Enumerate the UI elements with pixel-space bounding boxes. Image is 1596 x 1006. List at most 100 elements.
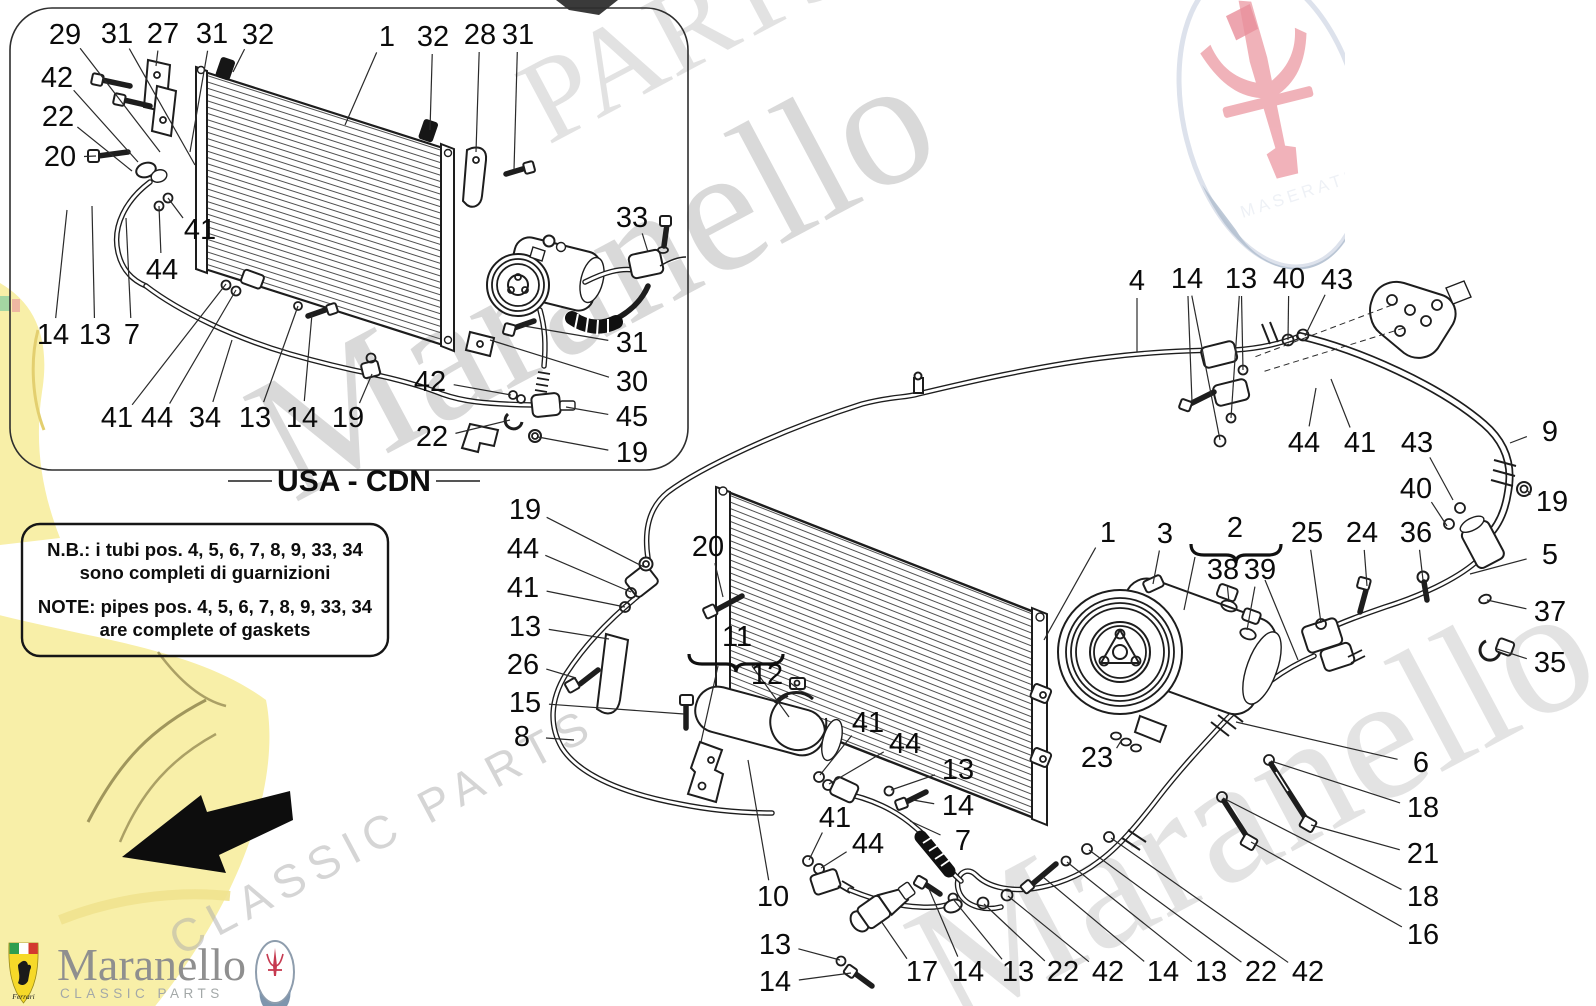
leader-line-13: [1230, 295, 1240, 419]
callout-1: 1: [1100, 517, 1116, 549]
callout-18: 18: [1407, 881, 1439, 913]
callout-13: 13: [759, 929, 791, 961]
leader-line-13: [1066, 861, 1193, 963]
leader-line-31: [523, 325, 609, 341]
leader-line-6: [1235, 721, 1398, 760]
callout-36: 36: [1400, 517, 1432, 549]
callout-35: 35: [1534, 647, 1566, 679]
leader-line-22: [455, 419, 511, 434]
main-junction-blocks: [1301, 570, 1516, 672]
callout-7: 7: [124, 319, 140, 351]
callout-11: 11: [722, 621, 752, 653]
callout-4: 4: [1129, 265, 1145, 297]
brace-11: [687, 653, 790, 743]
maserati-badge-watermark: MASERATI: [1176, 0, 1345, 270]
callout-19: 19: [332, 402, 364, 434]
callout-22: 22: [1047, 956, 1079, 988]
callout-41: 41: [1344, 427, 1376, 459]
direction-arrow: [122, 791, 293, 873]
callout-22: 22: [416, 421, 448, 453]
maserati-badge: MASERATI: [255, 940, 295, 1006]
leader-line-14: [1042, 876, 1145, 962]
callout-13: 13: [1195, 956, 1227, 988]
callout-1: 1: [379, 21, 395, 53]
callout-42: 42: [414, 366, 446, 398]
leader-line-7: [125, 217, 132, 319]
leader-line-40: [1430, 501, 1448, 527]
leader-line-1: [344, 52, 378, 126]
callout-32: 32: [417, 21, 449, 53]
ferrari-badge: Ferrari: [8, 942, 39, 1004]
callout-38: 38: [1207, 554, 1239, 586]
callout-13: 13: [942, 754, 974, 786]
callout-42: 42: [41, 62, 73, 94]
leader-line-29: [79, 47, 161, 153]
callout-43: 43: [1321, 264, 1353, 296]
leader-line-41: [1330, 378, 1351, 428]
leader-line-8: [545, 737, 575, 741]
leader-line-19: [358, 373, 373, 404]
main-drier: [679, 677, 843, 804]
leader-line-13: [263, 305, 299, 403]
leader-line-23: [1116, 740, 1122, 749]
callout-40: 40: [1400, 473, 1432, 505]
leader-line-13: [798, 948, 841, 961]
callout-45: 45: [616, 401, 648, 433]
leader-line-24: [1363, 549, 1368, 587]
leader-line-35: [1496, 648, 1527, 660]
leader-line-21: [1310, 824, 1400, 851]
inset-border: [9, 7, 689, 471]
callout-13: 13: [1002, 956, 1034, 988]
callout-13: 13: [239, 402, 271, 434]
main-diagram: [550, 280, 1532, 989]
note-line-4: are complete of gaskets: [100, 619, 311, 640]
leader-line-16: [1250, 841, 1403, 928]
callout-26: 26: [507, 649, 539, 681]
callout-19: 19: [1536, 486, 1568, 518]
leader-line-14: [55, 209, 68, 319]
trident-icon: [266, 948, 284, 976]
brace-2: [1183, 543, 1299, 661]
leader-line-44: [820, 851, 847, 869]
callout-19: 19: [509, 494, 541, 526]
leader-line-38: [1226, 586, 1230, 603]
leader-line-13: [890, 774, 936, 791]
callout-12: 12: [751, 659, 783, 691]
callout-14: 14: [952, 956, 984, 988]
leader-line-12: [788, 681, 798, 689]
main-pipe7-parts: [802, 771, 1014, 989]
leader-line-5: [1469, 558, 1527, 575]
leader-line-14: [912, 799, 935, 805]
ferrari-shield-watermark: [0, 283, 270, 1006]
leader-line-7: [909, 820, 941, 836]
callout-14: 14: [37, 319, 69, 351]
callout-41: 41: [101, 402, 133, 434]
callout-14: 14: [1147, 956, 1179, 988]
callout-14: 14: [286, 402, 318, 434]
callout-17: 17: [906, 956, 938, 988]
leader-line-31: [513, 51, 518, 171]
callout-44: 44: [141, 402, 173, 434]
callout-42: 42: [1292, 956, 1324, 988]
callout-33: 33: [616, 202, 648, 234]
note-box: N.B.: i tubi pos. 4, 5, 6, 7, 8, 9, 33, …: [20, 522, 390, 658]
ferrari-label: Ferrari: [11, 992, 35, 1001]
inset-spring-assembly: [464, 215, 687, 358]
callout-43: 43: [1401, 427, 1433, 459]
inset-condenser: [195, 57, 455, 353]
inset-diagram: [9, 7, 689, 471]
callout-28: 28: [464, 19, 496, 51]
leader-line-13: [1240, 295, 1244, 371]
leader-line-32: [232, 48, 246, 73]
note-line-3: NOTE: pipes pos. 4, 5, 6, 7, 8, 9, 33, 3…: [38, 596, 373, 617]
callout-41: 41: [184, 214, 216, 246]
leader-line-14: [1191, 295, 1221, 441]
callout-29: 29: [49, 19, 81, 51]
leader-line-36: [1418, 549, 1424, 581]
leader-line-22: [1088, 849, 1242, 963]
callout-14: 14: [759, 966, 791, 998]
callout-16: 16: [1407, 919, 1439, 951]
callout-39: 39: [1244, 554, 1276, 586]
callout-34: 34: [189, 402, 221, 434]
callout-41: 41: [819, 802, 851, 834]
